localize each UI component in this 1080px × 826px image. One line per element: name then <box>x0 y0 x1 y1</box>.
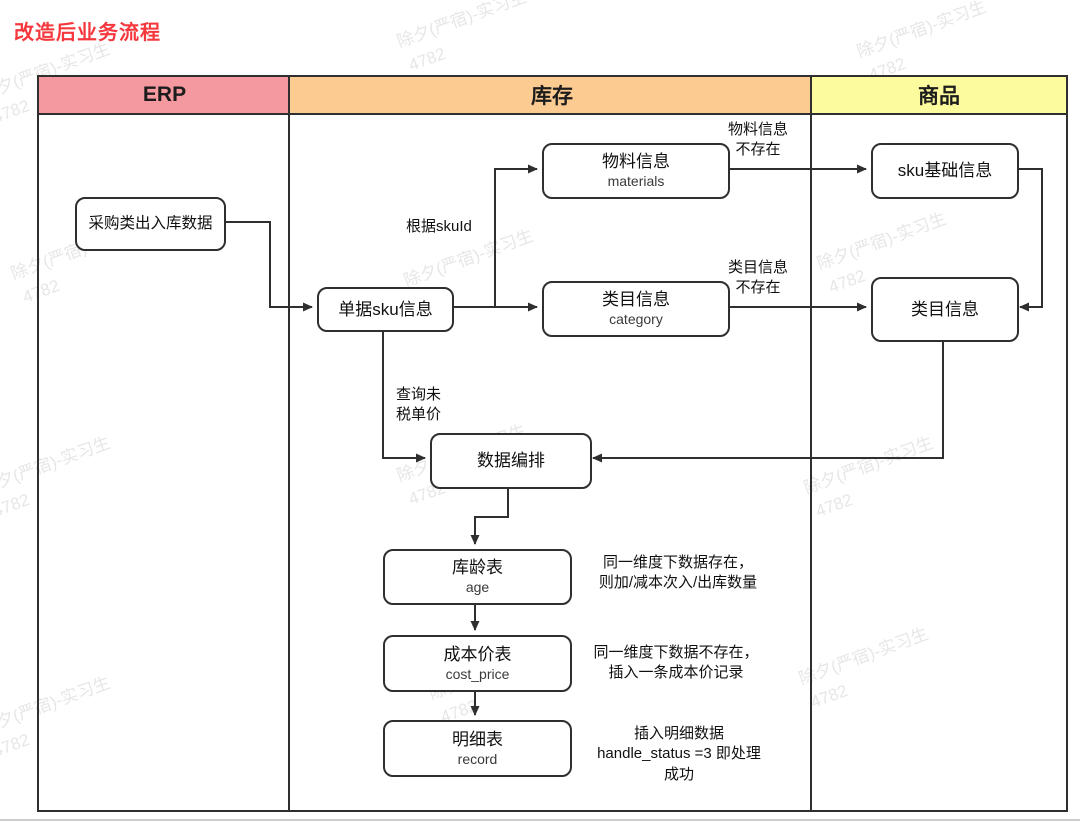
lane-header-inventory-label: 库存 <box>531 85 573 108</box>
edge-label-query-untaxed-price: 查询未 税单价 <box>396 386 442 424</box>
lane-header-erp: ERP <box>37 75 292 115</box>
page-bottom-divider <box>0 819 1080 821</box>
node-purchase-inout-data[interactable]: 采购类出入库数据 <box>75 197 226 251</box>
edge-ordersku-to-orchestration <box>382 327 426 463</box>
edge-label-materials-missing: 物料信息 不存在 <box>727 121 788 159</box>
node-order-sku-info-label: 单据sku信息 <box>338 299 433 319</box>
node-sku-base-info[interactable]: sku基础信息 <box>871 143 1019 199</box>
edge-goodscategory-to-orchestration <box>592 338 944 463</box>
lane-header-goods-label: 商品 <box>918 85 960 108</box>
node-materials-info-table: materials <box>607 173 665 190</box>
node-cost-price-table-name: cost_price <box>445 665 510 682</box>
node-age-table-name: age <box>465 579 490 596</box>
annotation-age-rule: 同一维度下数据存在， 则加/减本次入/出库数量 <box>598 554 758 592</box>
edge-ordersku-to-materials <box>494 164 538 307</box>
node-cost-price-table-label: 成本价表 <box>443 644 512 664</box>
edge-purchase-to-ordersku <box>222 221 313 312</box>
edge-orchestration-to-age <box>470 485 509 545</box>
node-materials-info[interactable]: 物料信息 materials <box>542 143 730 199</box>
node-record-table-name: record <box>457 750 498 767</box>
annotation-cost-rule: 同一维度下数据不存在， 插入一条成本价记录 <box>593 644 759 682</box>
node-age-table[interactable]: 库龄表 age <box>383 549 572 605</box>
node-category-info-label: 类目信息 <box>602 290 670 310</box>
node-sku-base-info-label: sku基础信息 <box>897 161 993 181</box>
node-materials-info-label: 物料信息 <box>602 152 670 172</box>
lane-separator-inventory-goods <box>810 113 812 810</box>
node-data-orchestration-label: 数据编排 <box>477 451 545 471</box>
node-goods-category-info[interactable]: 类目信息 <box>871 277 1019 342</box>
lane-separator-erp-inventory <box>288 113 290 810</box>
edge-label-category-missing: 类目信息 不存在 <box>727 259 788 297</box>
annotation-record-rule: 插入明细数据 handle_status =3 即处理 成功 <box>597 725 761 783</box>
node-data-orchestration[interactable]: 数据编排 <box>430 433 592 489</box>
node-purchase-inout-data-label: 采购类出入库数据 <box>88 215 213 233</box>
node-record-table[interactable]: 明细表 record <box>383 720 572 777</box>
lane-header-erp-label: ERP <box>142 83 187 106</box>
lane-header-goods: 商品 <box>810 75 1068 115</box>
node-record-table-label: 明细表 <box>452 729 503 749</box>
edge-skubase-to-goodscategory <box>1015 168 1043 312</box>
edge-label-by-sku-id: 根据skuId <box>406 218 472 235</box>
node-category-info-table: category <box>609 311 663 328</box>
node-cost-price-table[interactable]: 成本价表 cost_price <box>383 635 572 692</box>
node-goods-category-info-label: 类目信息 <box>911 299 979 319</box>
node-category-info[interactable]: 类目信息 category <box>542 281 730 337</box>
page-title: 改造后业务流程 <box>14 22 161 44</box>
node-order-sku-info[interactable]: 单据sku信息 <box>317 287 454 332</box>
node-age-table-label: 库龄表 <box>452 558 503 578</box>
